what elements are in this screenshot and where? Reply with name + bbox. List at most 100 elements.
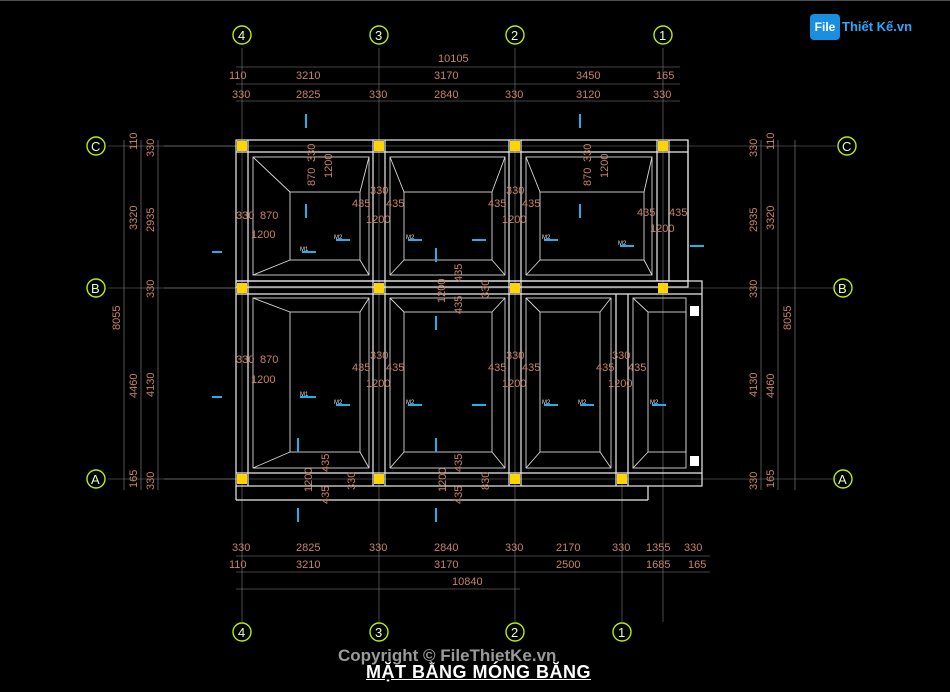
dim-inner: 330 <box>346 472 358 490</box>
file-logo-icon: File <box>810 14 840 40</box>
axis-label: 4 <box>238 28 245 43</box>
dimension-lines <box>123 66 796 590</box>
dim-inner: 435 <box>320 486 332 504</box>
axis-label: A <box>838 472 847 487</box>
dim-left-inner: 330 <box>145 139 157 157</box>
grid-lines <box>108 48 836 622</box>
dim-bot-r2: 2500 <box>556 559 580 571</box>
dim-inner: 435 <box>669 207 687 219</box>
axis-bubble-2 <box>505 622 525 642</box>
dim-inner: 1200 <box>608 378 632 390</box>
axis-bubble-3 <box>369 622 389 642</box>
dim-inner: 435 <box>522 362 540 374</box>
dim-bot-r1: 330 <box>684 542 702 554</box>
marker-m2: M2 <box>334 400 343 406</box>
dim-top-r2: 3120 <box>576 89 600 101</box>
axis-bubble-4 <box>232 25 252 45</box>
dim-top-r2: 330 <box>653 89 671 101</box>
dim-top-r1: 3170 <box>434 70 458 82</box>
axis-bubble-4 <box>232 622 252 642</box>
dim-inner: 330 <box>506 350 524 362</box>
columns <box>237 141 668 484</box>
dim-inner: 1200 <box>323 154 335 178</box>
axis-bubble-a <box>833 469 853 489</box>
axis-label: 2 <box>511 625 518 640</box>
axis-label: B <box>91 281 100 296</box>
dim-right-inner: 330 <box>748 139 760 157</box>
axis-bubble-c <box>86 136 106 156</box>
dim-top-r2: 330 <box>232 89 250 101</box>
marker-m2: M2 <box>406 400 415 406</box>
dim-left-inner: 330 <box>145 280 157 298</box>
dim-inner: 435 <box>453 454 465 472</box>
axis-bubble-b <box>86 278 106 298</box>
dims-inner: 330 870 1200 330 870 1200 330 870 1200 3… <box>236 144 687 504</box>
dim-right-outer: 110 <box>765 132 777 150</box>
dim-inner: 330 <box>582 144 594 162</box>
site-logo[interactable]: File Thiết Kế.vn <box>810 12 922 42</box>
dim-left-outer: 110 <box>128 132 140 150</box>
axis-bubble-c <box>837 136 857 156</box>
dim-inner: 435 <box>386 362 404 374</box>
dim-inner: 1200 <box>251 229 275 241</box>
dim-inner: 330 <box>506 185 524 197</box>
dim-left-outer: 165 <box>128 470 140 488</box>
marker-m2: M2 <box>650 400 659 406</box>
dim-inner: 870 <box>582 168 594 186</box>
dim-left-inner: 330 <box>145 472 157 490</box>
dim-inner: 435 <box>628 362 646 374</box>
dim-top-r1: 3210 <box>296 70 320 82</box>
dim-inner: 435 <box>453 296 465 314</box>
marker-m2: M2 <box>578 400 587 406</box>
dim-top-r2: 330 <box>505 89 523 101</box>
dim-inner: 1200 <box>436 279 448 303</box>
dim-inner: 435 <box>320 454 332 472</box>
axis-bubble-b <box>833 278 853 298</box>
axis-bubble-1 <box>653 25 673 45</box>
dim-inner: 870 <box>260 210 278 222</box>
dim-top-r1: 110 <box>229 70 247 82</box>
dim-right-inner: 330 <box>748 472 760 490</box>
dim-inner: 1200 <box>366 378 390 390</box>
dim-bot-r1: 1355 <box>646 542 670 554</box>
dim-top-r2: 2825 <box>296 89 320 101</box>
dim-bot-r2: 3210 <box>296 559 320 571</box>
dim-inner: 1200 <box>502 214 526 226</box>
dim-bot-r2: 110 <box>229 559 247 571</box>
dim-left-inner: 2935 <box>145 208 157 232</box>
dim-inner: 435 <box>522 198 540 210</box>
dim-inner: 330 <box>370 350 388 362</box>
footing-slopes <box>252 156 699 469</box>
dim-bot-r1: 330 <box>612 542 630 554</box>
dim-top-r1: 3450 <box>576 70 600 82</box>
dim-inner: 330 <box>306 144 318 162</box>
dim-right-outer: 165 <box>765 470 777 488</box>
dim-bot-r1: 330 <box>505 542 523 554</box>
axis-bubble-a <box>86 469 106 489</box>
marker-m2: M2 <box>618 241 627 247</box>
dim-inner: 330 <box>480 280 492 298</box>
dim-inner: 435 <box>488 362 506 374</box>
dim-inner: 435 <box>453 264 465 282</box>
dim-inner: 435 <box>488 198 506 210</box>
dim-inner: 435 <box>453 486 465 504</box>
dim-bot-r1: 2170 <box>556 542 580 554</box>
dims-left: 8055 110 3320 4460 165 330 2935 330 4130… <box>111 132 157 490</box>
drawing-title: MẶT BẰNG MÓNG BĂNG <box>366 662 591 682</box>
dim-bot-r1: 330 <box>369 542 387 554</box>
dim-right-inner: 2935 <box>748 208 760 232</box>
dim-inner: 870 <box>306 168 318 186</box>
dim-right-inner: 330 <box>748 280 760 298</box>
dim-inner: 1200 <box>366 214 390 226</box>
dim-inner: 330 <box>236 210 254 222</box>
dim-left-outer: 4460 <box>128 374 140 398</box>
dim-bot-overall: 10840 <box>452 576 483 588</box>
dim-inner: 330 <box>612 350 630 362</box>
dim-bot-r1: 330 <box>232 542 250 554</box>
dim-bot-r2: 165 <box>688 559 706 571</box>
marker-m2: M2 <box>406 235 415 241</box>
dim-inner: 1200 <box>437 468 449 492</box>
dim-inner: 435 <box>352 362 370 374</box>
marker-m2: M2 <box>542 400 551 406</box>
